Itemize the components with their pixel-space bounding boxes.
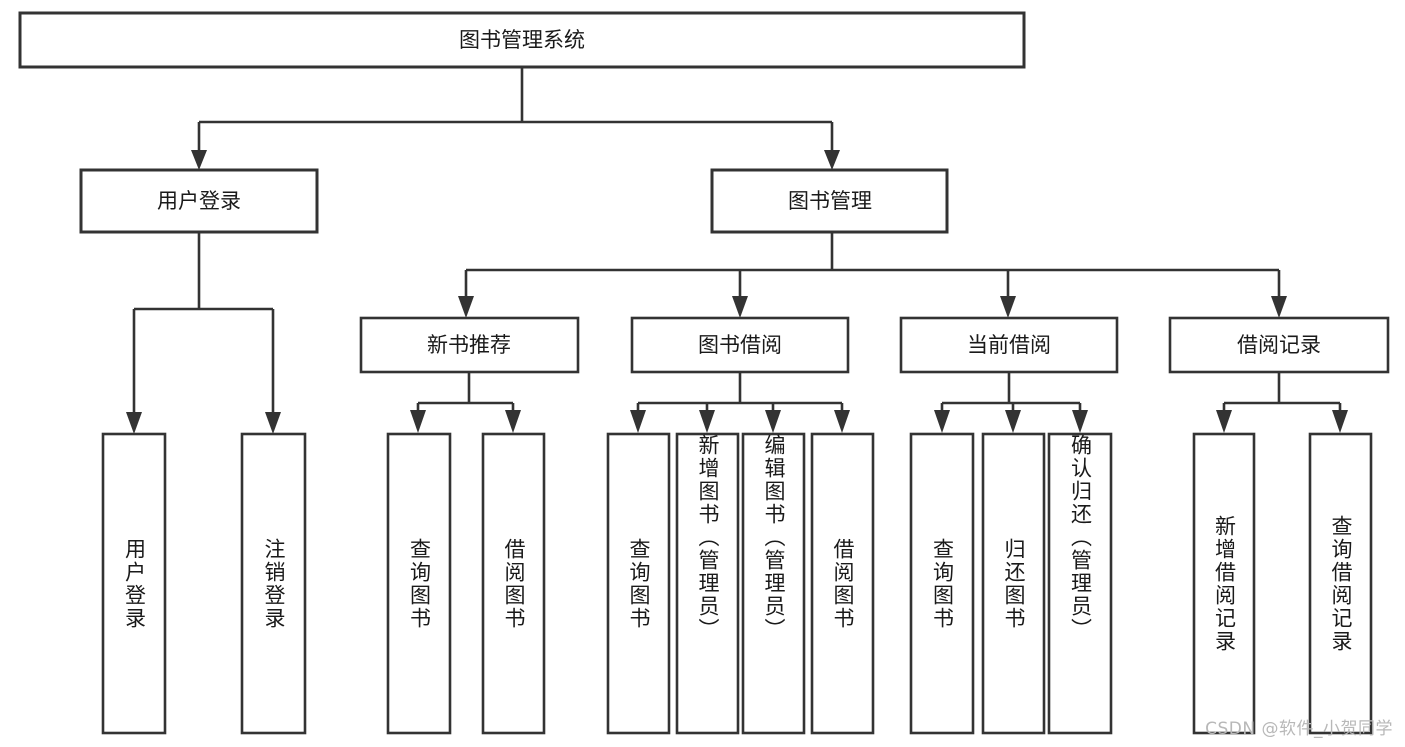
arrow-newbook-leaf2 (505, 410, 521, 433)
arrow-borrow-leaf4 (834, 410, 850, 433)
leaf-box-query-book-1[interactable] (386, 432, 452, 735)
arrow-to-newbook (458, 296, 474, 318)
arrow-to-book-mgmt (824, 150, 840, 170)
leaf-box-borrow-book-2[interactable] (810, 432, 875, 735)
arrow-newbook-leaf1 (410, 410, 426, 433)
node-current-borrow[interactable]: 当前借阅 (899, 316, 1119, 374)
arrow-current-leaf1 (934, 410, 950, 433)
arrow-to-user-login (191, 150, 207, 170)
node-new-book-recommend[interactable]: 新书推荐 (359, 316, 580, 374)
node-borrow-record[interactable]: 借阅记录 (1168, 316, 1390, 374)
node-book-management-label: 图书管理 (788, 189, 872, 213)
connector-group (126, 67, 1348, 434)
arrow-to-record (1271, 296, 1287, 318)
node-book-borrow[interactable]: 图书借阅 (630, 316, 850, 374)
leaf-box-edit-book-admin[interactable] (741, 432, 806, 735)
node-borrow-record-label: 借阅记录 (1237, 333, 1321, 357)
arrow-to-borrow (732, 296, 748, 318)
arrow-to-current (1000, 296, 1016, 318)
node-root-label: 图书管理系统 (459, 28, 585, 52)
leaf-box-return-book[interactable] (981, 432, 1046, 735)
node-current-borrow-box[interactable] (899, 316, 1119, 374)
arrow-borrow-leaf3 (765, 410, 781, 433)
arrow-userlogin-leaf1 (126, 412, 142, 434)
arrow-userlogin-leaf2 (265, 412, 281, 434)
node-user-login-box[interactable] (79, 168, 319, 234)
leaf-box-user-login[interactable] (101, 432, 167, 735)
node-borrow-record-box[interactable] (1168, 316, 1390, 374)
csdn-watermark: CSDN @软件_小贺同学 (1205, 719, 1393, 739)
leaf-box-borrow-book-1[interactable] (481, 432, 546, 735)
node-root-box[interactable] (18, 11, 1026, 69)
leaf-box-add-borrow-record[interactable] (1192, 432, 1256, 735)
node-root[interactable]: 图书管理系统 (18, 11, 1026, 69)
leaf-box-query-borrow-record[interactable] (1308, 432, 1373, 735)
arrow-borrow-leaf2 (699, 410, 715, 433)
node-user-login-label: 用户登录 (157, 189, 241, 213)
node-book-borrow-box[interactable] (630, 316, 850, 374)
arrow-current-leaf3 (1072, 410, 1088, 433)
node-new-book-recommend-box[interactable] (359, 316, 580, 374)
node-user-login[interactable]: 用户登录 (79, 168, 319, 234)
arrow-record-leaf1 (1216, 410, 1232, 433)
arrow-borrow-leaf1 (630, 410, 646, 433)
leaf-box-query-book-3[interactable] (909, 432, 975, 735)
leaf-box-confirm-return-admin[interactable] (1047, 432, 1113, 735)
node-book-borrow-label: 图书借阅 (698, 333, 782, 357)
arrow-record-leaf2 (1332, 410, 1348, 433)
leaf-box-logout[interactable] (240, 432, 307, 735)
node-current-borrow-label: 当前借阅 (967, 333, 1051, 357)
leaf-box-query-book-2[interactable] (606, 432, 671, 735)
node-new-book-recommend-label: 新书推荐 (427, 333, 511, 357)
node-book-management[interactable]: 图书管理 (710, 168, 949, 234)
arrow-current-leaf2 (1005, 410, 1021, 433)
leaf-box-add-book-admin[interactable] (675, 432, 740, 735)
node-book-management-box[interactable] (710, 168, 949, 234)
